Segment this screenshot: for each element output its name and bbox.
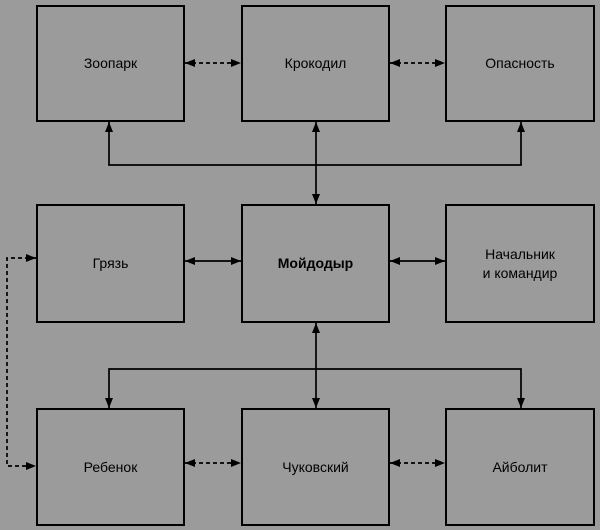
node-label-moydodyr: Мойдодыр: [277, 255, 354, 272]
edge-gryaz-rebenok-dashed: [6, 254, 36, 470]
node-chukovskiy: Чуковский: [241, 408, 390, 526]
node-label-chukovskiy: Чуковский: [282, 458, 349, 475]
node-label-rebenok: Ребенок: [83, 458, 138, 475]
node-rebenok: Ребенок: [36, 408, 185, 526]
node-moydodyr: Мойдодыр: [241, 204, 390, 323]
node-krokodil: Крокодил: [241, 5, 390, 122]
node-label-opasnost: Опасность: [485, 55, 555, 72]
node-aybolit: Айболит: [445, 408, 595, 526]
edge-moydodyr-to-rebenok-aybolit: [105, 368, 525, 408]
node-gryaz: Грязь: [36, 204, 185, 323]
node-opasnost: Опасность: [445, 5, 595, 122]
node-label-krokodil: Крокодил: [284, 55, 347, 72]
node-label-zoopark: Зоопарк: [83, 55, 138, 72]
node-label-nachalnik: Начальник и командир: [482, 245, 558, 281]
node-label-aybolit: Айболит: [492, 458, 548, 475]
node-zoopark: Зоопарк: [36, 5, 185, 122]
node-label-gryaz: Грязь: [92, 255, 129, 272]
edge-moydodyr-to-zoopark-opasnost: [105, 122, 525, 166]
node-nachalnik: Начальник и командир: [445, 204, 595, 323]
